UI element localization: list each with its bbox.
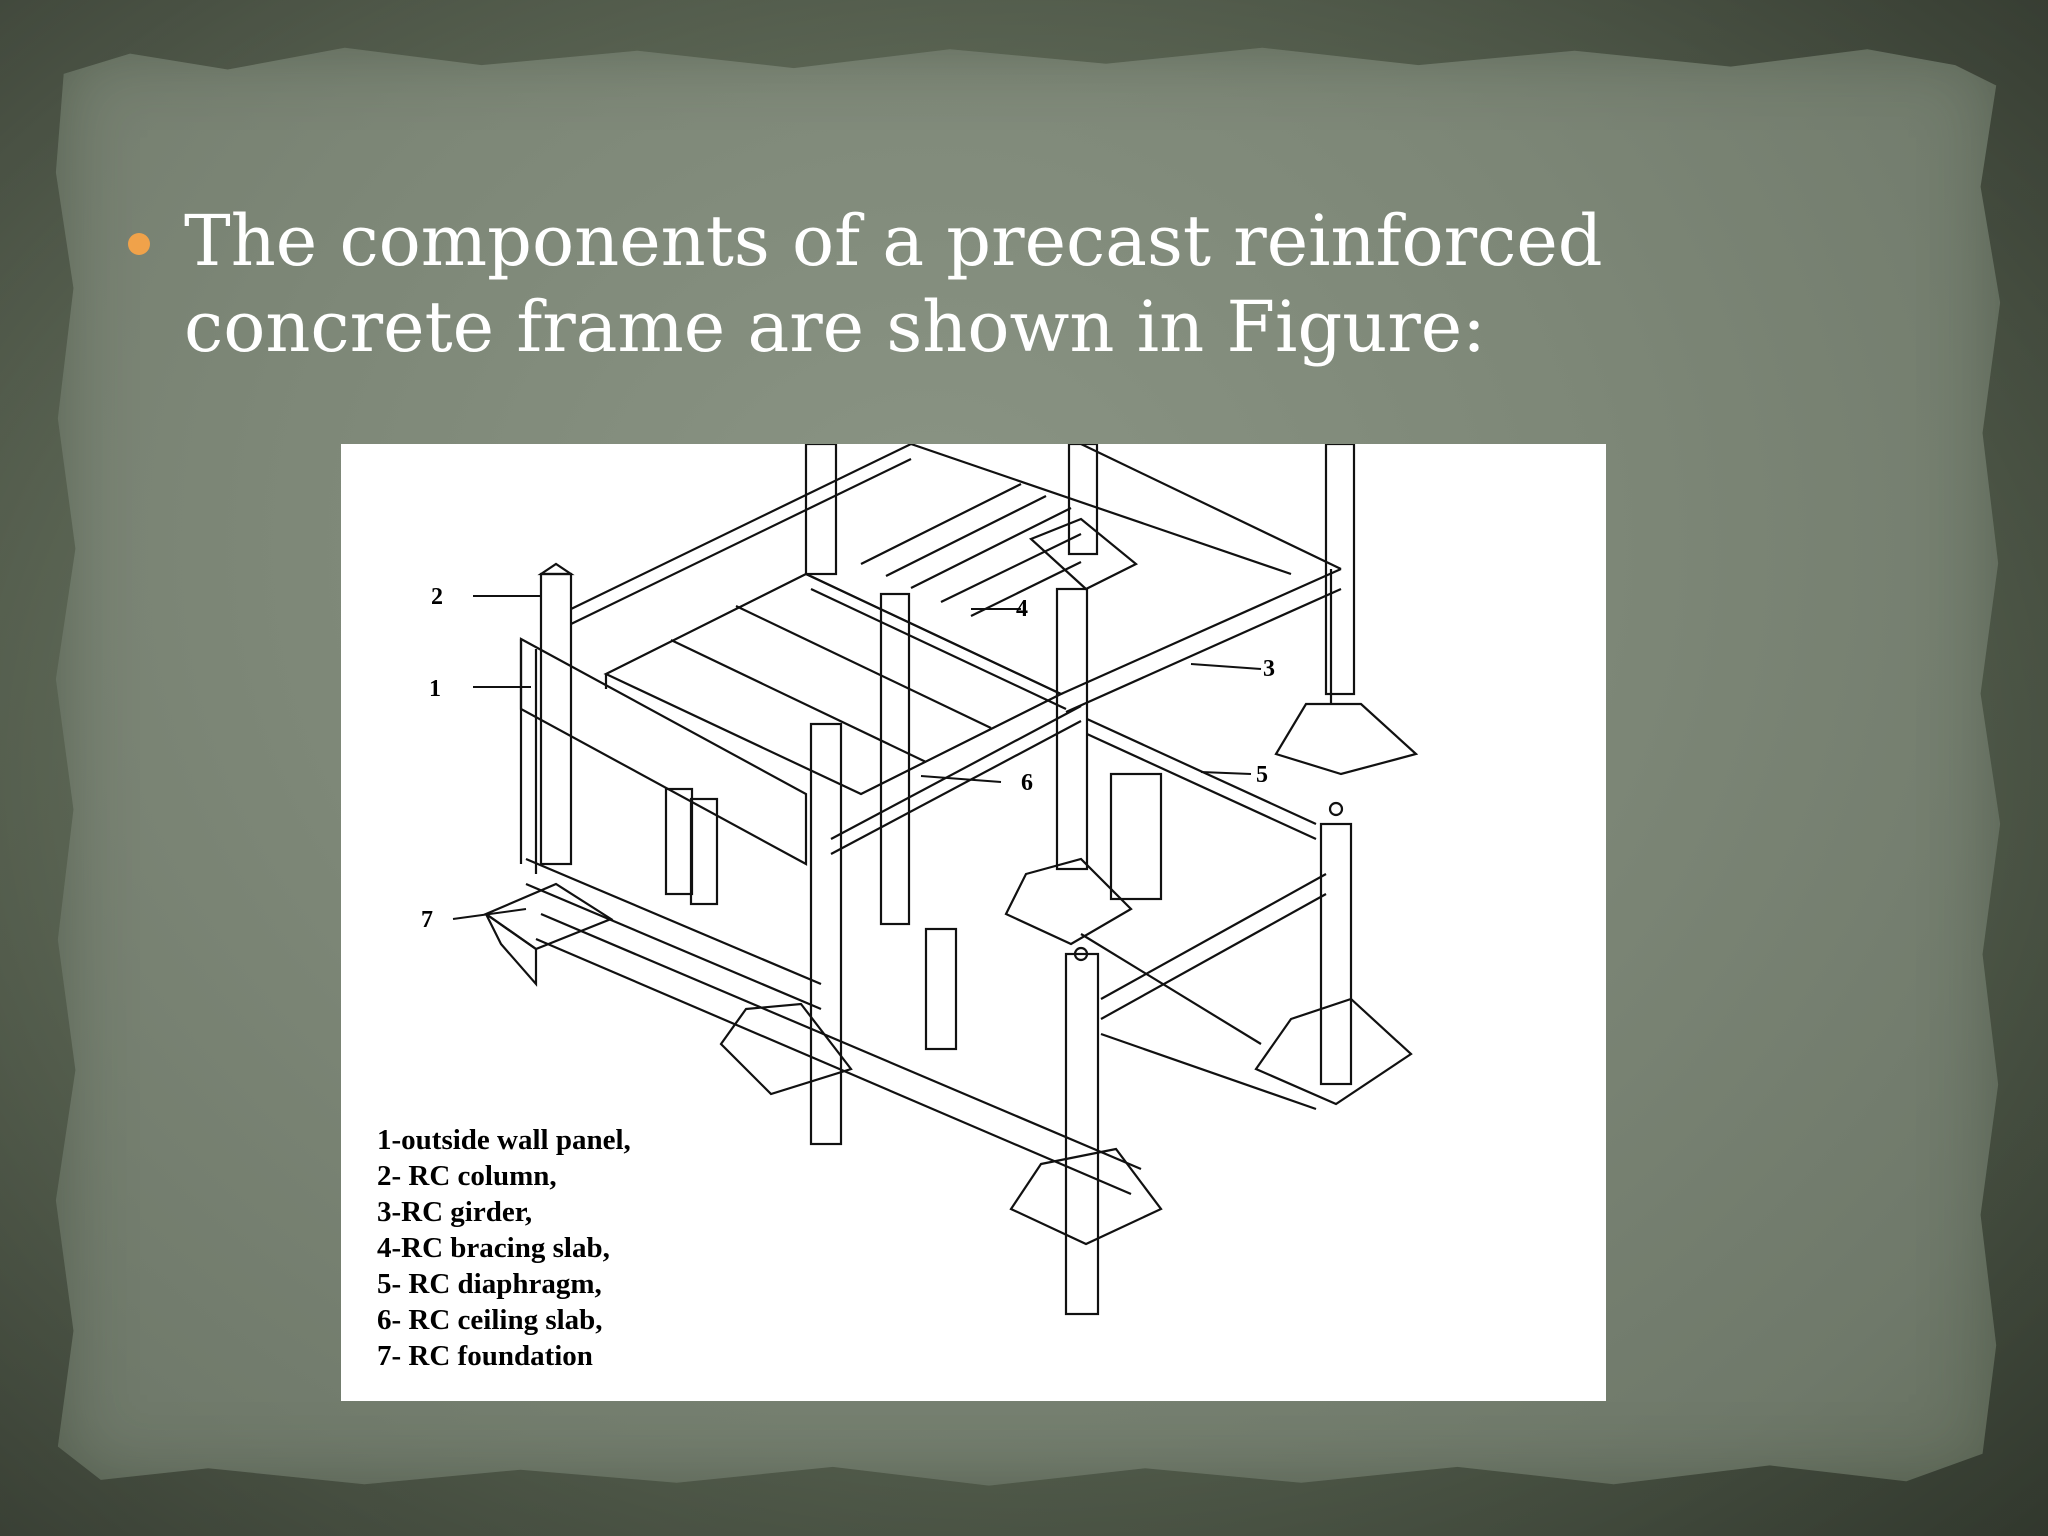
callout-7: 7 — [421, 907, 433, 933]
figure-image: 2 1 7 4 3 6 5 1-outside wall panel, 2- R… — [341, 444, 1606, 1401]
callout-4: 4 — [1016, 596, 1028, 622]
callout-2: 2 — [431, 584, 443, 610]
callout-3: 3 — [1263, 656, 1275, 682]
legend-item: 3-RC girder, — [377, 1196, 533, 1228]
figure-legend: 1-outside wall panel, 2- RC column, 3-RC… — [377, 1122, 797, 1374]
callout-6: 6 — [1021, 770, 1033, 796]
legend-item: 6- RC ceiling slab, — [377, 1304, 603, 1336]
callout-5: 5 — [1256, 762, 1268, 788]
legend-item: 4-RC bracing slab, — [377, 1232, 610, 1264]
bullet-dot-icon — [128, 233, 150, 255]
legend-item: 7- RC foundation — [377, 1340, 593, 1372]
legend-item: 1-outside wall panel, — [377, 1124, 631, 1156]
frame-drawing: 2 1 7 4 3 6 5 — [421, 444, 1419, 1316]
bullet-text: The components of a precast reinforced c… — [184, 200, 1603, 368]
legend-item: 5- RC diaphragm, — [377, 1268, 602, 1300]
callout-1: 1 — [429, 676, 441, 702]
legend-item: 2- RC column, — [377, 1160, 557, 1192]
